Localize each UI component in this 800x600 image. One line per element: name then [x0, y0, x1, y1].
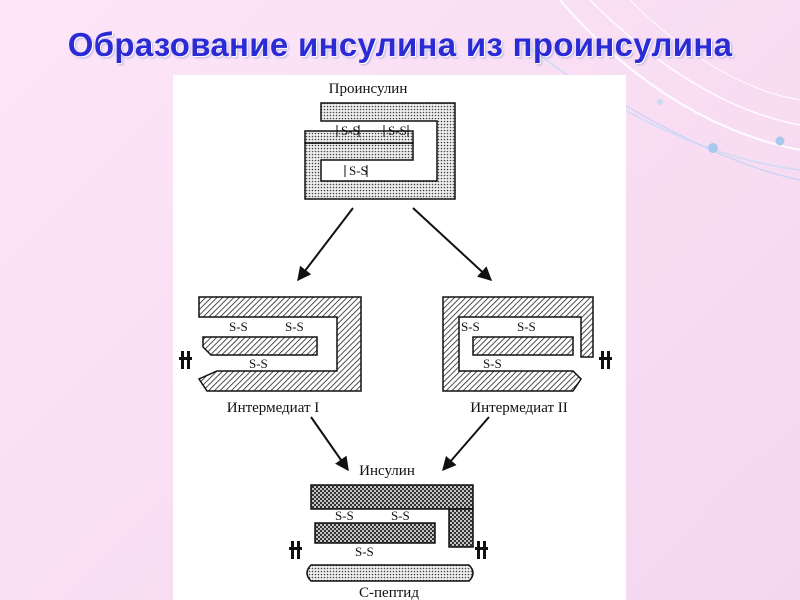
- decor-dots: [657, 99, 785, 153]
- bond-label: S-S: [285, 319, 304, 334]
- arrow-to-intermediate-2: [412, 207, 493, 281]
- bond-label: S-S: [391, 508, 410, 523]
- intermediate-1-molecule: [197, 296, 362, 392]
- label-proinsulin: Проинсулин: [329, 81, 408, 97]
- label-insulin: Инсулин: [359, 463, 415, 479]
- intermediate-1-bonds: S-S S-S S-S: [229, 319, 304, 371]
- cleavage-mark-1: [179, 351, 192, 369]
- bond-label: S-S: [229, 319, 248, 334]
- bond-label: S-S: [355, 544, 374, 559]
- label-intermediate-1: Интермедиат I: [227, 400, 320, 416]
- cleavage-mark-3: [289, 541, 488, 559]
- bond-label: S-S: [461, 319, 480, 334]
- insulin-bonds: S-S S-S S-S: [335, 508, 410, 559]
- label-c-peptide: С-пептид: [359, 585, 419, 600]
- bond-label: S-S: [335, 508, 354, 523]
- arrow-to-intermediate-1: [297, 207, 354, 282]
- bond-label: S-S: [483, 356, 502, 371]
- label-intermediate-2: Интермедиат II: [470, 400, 568, 416]
- bond-label: S-S: [517, 319, 536, 334]
- bond-label: S-S: [341, 123, 360, 138]
- cleavage-mark-2: [599, 351, 612, 369]
- proinsulin-molecule: [304, 102, 456, 200]
- intermediate-2-molecule: [442, 296, 594, 392]
- arrow-from-intermediate-1: [310, 416, 349, 472]
- slide-title: Образование инсулина из проинсулина: [67, 26, 733, 63]
- c-peptide-chain: [306, 564, 474, 582]
- diagram-panel: Проинсулин S-S S-S S-S S-S S-S: [173, 75, 626, 600]
- bond-label: S-S: [349, 163, 368, 178]
- proinsulin-bonds: S-S S-S S-S: [336, 123, 409, 178]
- bond-label: S-S: [249, 356, 268, 371]
- insulin-molecule: [310, 484, 474, 548]
- bond-label: S-S: [388, 123, 407, 138]
- arrow-from-intermediate-2: [442, 416, 490, 472]
- insulin-formation-diagram: Проинсулин S-S S-S S-S S-S S-S: [179, 81, 612, 600]
- intermediate-2-bonds: S-S S-S S-S: [461, 319, 536, 371]
